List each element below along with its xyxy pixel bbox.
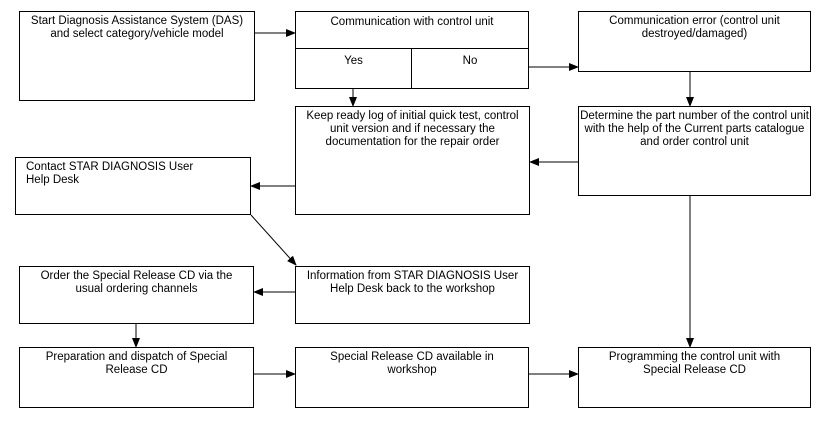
programming-text: Programming the control unit with Specia… [608,351,781,376]
start-das-box: Start Diagnosis Assistance System (DAS) … [19,11,255,101]
preparation-text: Preparation and dispatch of Special Rele… [45,351,228,376]
communication-error-box: Communication error (control unit destro… [578,11,811,72]
order-cd-box: Order the Special Release CD via the usu… [19,266,254,324]
info-back-box: Information from STAR DIAGNOSIS User Hel… [295,266,530,324]
programming-box: Programming the control unit with Specia… [578,347,811,408]
keep-log-text: Keep ready log of initial quick test, co… [306,110,519,148]
communication-error-text: Communication error (control unit destro… [609,15,780,40]
communication-divider-h [296,48,528,49]
order-cd-text: Order the Special Release CD via the usu… [40,270,233,295]
contact-help-desk-box: Contact STAR DIAGNOSIS User Help Desk [15,157,251,215]
communication-box: Communication with control unit Yes No [295,11,529,89]
keep-log-box: Keep ready log of initial quick test, co… [295,106,530,215]
preparation-box: Preparation and dispatch of Special Rele… [19,347,254,408]
determine-part-box: Determine the part number of the control… [578,106,811,196]
yes-label: Yes [344,55,363,67]
contact-help-desk-text: Contact STAR DIAGNOSIS User Help Desk [26,161,194,186]
no-label: No [462,55,478,67]
determine-part-text: Determine the part number of the control… [580,110,809,148]
start-das-text: Start Diagnosis Assistance System (DAS) … [30,15,244,40]
communication-text: Communication with control unit [330,16,494,28]
communication-divider-v [411,48,412,88]
info-back-text: Information from STAR DIAGNOSIS User Hel… [306,270,519,295]
arrow-contact-to-info [250,214,297,266]
cd-available-text: Special Release CD available in workshop [330,351,494,376]
cd-available-box: Special Release CD available in workshop [295,347,529,408]
